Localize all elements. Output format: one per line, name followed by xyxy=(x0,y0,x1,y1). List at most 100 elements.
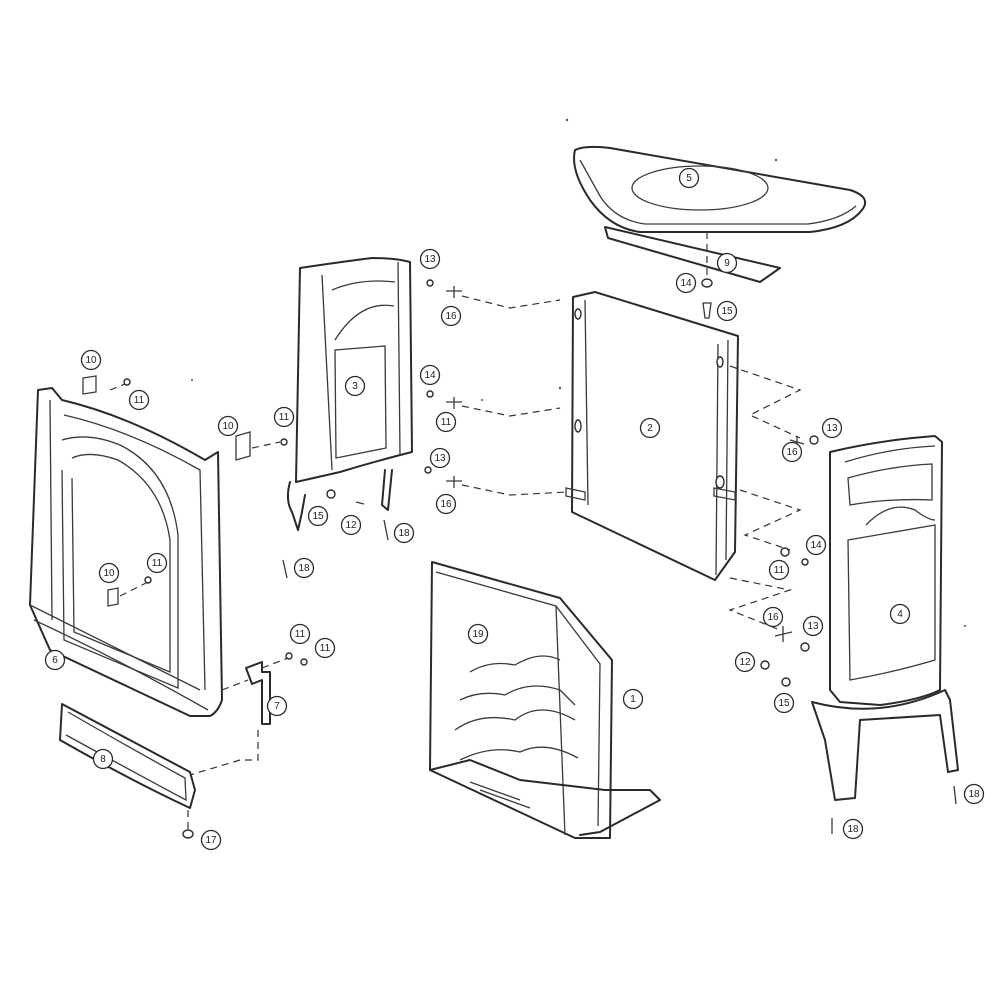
part-top-plate xyxy=(573,145,866,233)
callout-circle xyxy=(293,557,315,579)
left-side-hardware xyxy=(282,279,462,579)
callout-number: 5 xyxy=(686,173,692,184)
callout-circle xyxy=(146,552,168,574)
callout-c-12b: 12 xyxy=(734,651,756,673)
part-firebox xyxy=(429,561,661,839)
callout-number: 19 xyxy=(472,629,484,640)
callout-c-18a: 18 xyxy=(293,557,315,579)
callout-c-8: 8 xyxy=(92,748,114,770)
callout-circle xyxy=(440,305,462,327)
callout-circle xyxy=(307,505,329,527)
callout-c-13b: 13 xyxy=(429,447,451,469)
callout-c-1: 1 xyxy=(622,688,644,710)
callout-c-7: 7 xyxy=(266,695,288,717)
callout-number: 7 xyxy=(274,701,280,712)
callout-c-17: 17 xyxy=(200,829,222,851)
callout-number: 13 xyxy=(424,254,436,265)
part-rear-panel xyxy=(565,291,739,581)
callout-c-18c: 18 xyxy=(963,783,985,805)
callout-number: 11 xyxy=(134,395,145,406)
callout-number: 11 xyxy=(441,417,452,428)
callout-c-11e: 11 xyxy=(314,637,336,659)
callout-c-14a: 14 xyxy=(419,364,441,386)
part-hinge xyxy=(245,652,308,725)
callout-circle xyxy=(289,623,311,645)
callout-c-3: 3 xyxy=(344,375,366,397)
callout-number: 15 xyxy=(312,511,324,522)
callout-number: 18 xyxy=(968,789,980,800)
callout-circle xyxy=(128,389,150,411)
callout-circle xyxy=(734,651,756,673)
part-left-side-panel xyxy=(286,257,413,531)
callout-circle xyxy=(963,783,985,805)
callout-c-11d: 11 xyxy=(289,623,311,645)
part-front-frame xyxy=(29,387,223,717)
callout-circle xyxy=(675,272,697,294)
callout-c-14b: 14 xyxy=(675,272,697,294)
callout-circle xyxy=(200,829,222,851)
callout-c-11f: 11 xyxy=(435,411,457,433)
callout-circle xyxy=(393,522,415,544)
callout-c-15b: 15 xyxy=(716,300,738,322)
callout-number: 12 xyxy=(739,657,751,668)
callout-c-13a: 13 xyxy=(419,248,441,270)
callout-circle xyxy=(92,748,114,770)
part-right-side-panel xyxy=(811,435,959,801)
callout-circle xyxy=(266,695,288,717)
callout-c-11a: 11 xyxy=(128,389,150,411)
callout-number: 15 xyxy=(778,698,790,709)
callout-circle xyxy=(435,493,457,515)
callout-circle xyxy=(467,623,489,645)
callout-c-16b: 16 xyxy=(435,493,457,515)
callout-number: 14 xyxy=(424,370,436,381)
callout-circle xyxy=(842,818,864,840)
callout-circle xyxy=(678,167,700,189)
callout-c-18d: 18 xyxy=(842,818,864,840)
callout-c-10b: 10 xyxy=(217,415,239,437)
part-kick-plate xyxy=(59,703,196,839)
callout-c-13c: 13 xyxy=(821,417,843,439)
callout-c-5: 5 xyxy=(678,167,700,189)
callout-c-11g: 11 xyxy=(768,559,790,581)
callout-c-10c: 10 xyxy=(98,562,120,584)
callout-number: 11 xyxy=(320,643,331,654)
scan-specks xyxy=(191,118,966,627)
callout-circle xyxy=(273,406,295,428)
callout-circle xyxy=(340,514,362,536)
callout-c-11b: 11 xyxy=(273,406,295,428)
callout-circle xyxy=(419,364,441,386)
callout-number: 18 xyxy=(398,528,410,539)
callout-number: 16 xyxy=(767,612,779,623)
callout-circle xyxy=(80,349,102,371)
callout-number: 4 xyxy=(897,609,903,620)
callout-circle xyxy=(429,447,451,469)
assembly-lines xyxy=(109,232,802,830)
callout-c-13d: 13 xyxy=(802,615,824,637)
callout-number: 16 xyxy=(440,499,452,510)
callout-c-4: 4 xyxy=(889,603,911,625)
callout-number: 11 xyxy=(279,412,290,423)
callout-c-12a: 12 xyxy=(340,514,362,536)
callout-circle xyxy=(821,417,843,439)
callout-circle xyxy=(622,688,644,710)
callout-number: 17 xyxy=(205,835,217,846)
callout-number: 9 xyxy=(724,258,730,269)
callout-circle xyxy=(716,252,738,274)
callout-c-15a: 15 xyxy=(307,505,329,527)
callout-number: 13 xyxy=(807,621,819,632)
callout-circle xyxy=(889,603,911,625)
callout-c-2: 2 xyxy=(639,417,661,439)
callout-c-16a: 16 xyxy=(440,305,462,327)
callout-number: 14 xyxy=(680,278,692,289)
callout-c-16d: 16 xyxy=(762,606,784,628)
top-hardware xyxy=(701,278,713,319)
callout-circle xyxy=(768,559,790,581)
callout-c-18b: 18 xyxy=(393,522,415,544)
callout-c-10a: 10 xyxy=(80,349,102,371)
callout-number: 8 xyxy=(100,754,106,765)
callout-circle xyxy=(716,300,738,322)
callout-number: 12 xyxy=(345,520,357,531)
callout-number: 10 xyxy=(85,355,97,366)
